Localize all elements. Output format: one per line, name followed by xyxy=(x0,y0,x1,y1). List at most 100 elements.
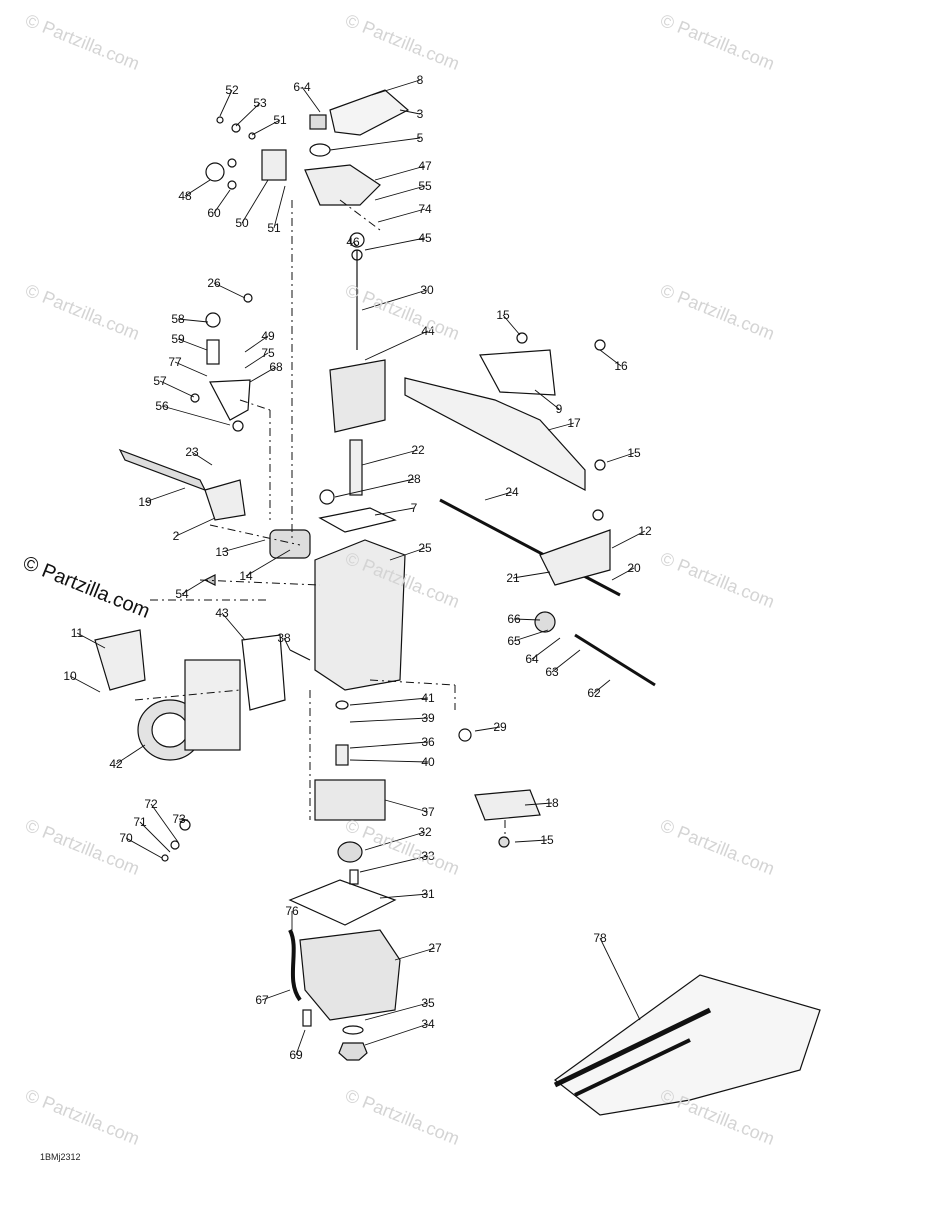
cover-plug xyxy=(309,114,327,130)
bracket-18 xyxy=(474,789,541,821)
o-ring-5 xyxy=(309,143,331,157)
callout-label: 69 xyxy=(289,1048,303,1062)
lever-22 xyxy=(204,479,246,521)
callout-label: 46 xyxy=(346,235,360,249)
leader-line xyxy=(301,86,321,113)
callout-label: 52 xyxy=(225,83,239,97)
callout-label: 78 xyxy=(593,931,607,945)
gasket-2 xyxy=(318,507,397,533)
callout-label: 51 xyxy=(267,221,281,235)
leader-line xyxy=(389,547,426,561)
callout-label: 35 xyxy=(421,996,435,1010)
leader-line xyxy=(150,803,179,843)
callout-label: 19 xyxy=(138,495,152,509)
leader-line xyxy=(349,759,429,763)
leader-line xyxy=(213,282,246,299)
leader-line xyxy=(251,119,281,136)
callout-label: 24 xyxy=(505,485,519,499)
callout-label: 30 xyxy=(420,283,434,297)
callout-label: 49 xyxy=(261,329,275,343)
leader-line xyxy=(364,237,426,251)
leader-line xyxy=(241,179,269,224)
leader-line xyxy=(379,893,429,899)
carb-body xyxy=(314,539,406,691)
callout-label: 26 xyxy=(207,276,221,290)
leader-line xyxy=(364,330,429,361)
callout-label: 42 xyxy=(109,757,123,771)
leader-line xyxy=(245,549,291,577)
leader-line xyxy=(349,741,429,749)
leader-line xyxy=(283,637,291,651)
callout-label: 53 xyxy=(253,96,267,110)
bracket-9 xyxy=(479,349,556,396)
leader-line xyxy=(175,517,216,537)
leader-line xyxy=(606,452,635,463)
leader-line xyxy=(502,314,521,336)
callout-label: 22 xyxy=(411,443,425,457)
leader-line xyxy=(329,137,421,151)
callout-label: 37 xyxy=(421,805,435,819)
leader-line xyxy=(181,579,206,595)
leader-line xyxy=(399,109,421,115)
callout-label: 29 xyxy=(493,720,507,734)
callout-label: 34 xyxy=(421,1017,435,1031)
needle-jet xyxy=(349,439,363,496)
leader-line xyxy=(371,79,421,96)
leader-line xyxy=(174,361,208,377)
callout-label: 28 xyxy=(407,472,421,486)
leader-line xyxy=(191,451,213,466)
leader-line xyxy=(514,839,548,843)
callout-label: 47 xyxy=(418,159,432,173)
leader-line xyxy=(352,241,358,247)
bracket-47 xyxy=(304,164,381,206)
leader-line xyxy=(161,405,231,426)
leader-line xyxy=(249,366,277,383)
leader-line xyxy=(359,855,429,873)
callout-label: 25 xyxy=(418,541,432,555)
leader-line xyxy=(139,821,171,853)
callout-label: 17 xyxy=(567,416,581,430)
callout-label: 74 xyxy=(418,202,432,216)
callout-label: 63 xyxy=(545,665,559,679)
callout-label: 56 xyxy=(155,399,169,413)
leader-line xyxy=(547,422,575,431)
leader-line xyxy=(512,571,551,579)
leader-line xyxy=(384,799,429,813)
callout-label: 60 xyxy=(207,206,221,220)
callout-label: 6-4 xyxy=(293,80,311,94)
leader-line xyxy=(524,802,553,806)
clip-48 xyxy=(205,162,225,182)
leader-line xyxy=(273,185,286,229)
leader-line xyxy=(244,352,269,369)
bar-17 xyxy=(404,377,586,491)
leader-line xyxy=(115,744,146,765)
callout-label: 7 xyxy=(411,501,418,515)
leader-line xyxy=(144,487,186,503)
shaft-24 xyxy=(439,498,621,597)
callout-label: 59 xyxy=(171,332,185,346)
leader-line xyxy=(364,831,426,851)
callout-label: 8 xyxy=(417,73,424,87)
callout-label: 27 xyxy=(428,941,442,955)
callout-label: 15 xyxy=(540,833,554,847)
leader-line xyxy=(484,491,513,501)
float-gasket xyxy=(288,879,397,926)
leader-line xyxy=(235,102,261,127)
callout-label: 75 xyxy=(261,346,275,360)
callout-label: 66 xyxy=(507,612,521,626)
leader-line xyxy=(244,335,269,353)
callout-label: 11 xyxy=(71,626,84,640)
callout-label: 2 xyxy=(173,529,180,543)
leader-line xyxy=(531,637,561,660)
leader-line xyxy=(377,208,426,223)
callout-label: 57 xyxy=(153,374,167,388)
leader-line xyxy=(178,818,189,821)
callout-label: 20 xyxy=(627,561,641,575)
starter-plunger xyxy=(269,529,311,559)
throttle-slide xyxy=(329,359,386,433)
leader-line xyxy=(599,937,641,1021)
callout-label: 13 xyxy=(215,545,229,559)
gasket-43 xyxy=(241,634,286,711)
bracket-50 xyxy=(261,149,287,181)
